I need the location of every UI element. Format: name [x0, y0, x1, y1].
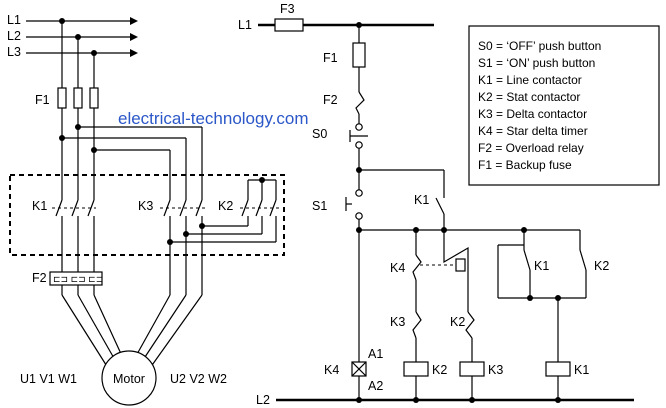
- legend-item: F1 = Backup fuse: [478, 158, 572, 172]
- terminal-a2-label: A2: [368, 379, 383, 393]
- terminal-a1-label: A1: [368, 347, 383, 361]
- bus-l1-arrow: [130, 17, 138, 25]
- timer-no-contact: [443, 246, 469, 264]
- motor-terminals-right: U2 V2 W2: [170, 372, 227, 386]
- legend-item: K1 = Line contactor: [478, 73, 582, 87]
- contact-blade: [179, 199, 187, 217]
- coil-k4-cross: [351, 361, 367, 377]
- button-s1-label: S1: [312, 199, 327, 213]
- motor-lead: [149, 294, 203, 369]
- junction: [199, 223, 205, 229]
- fuse-f1-label: F1: [35, 93, 50, 107]
- junction: [555, 397, 561, 403]
- overload-f2-label: F2: [32, 271, 47, 285]
- aux-k2-contact: [579, 249, 587, 271]
- contact-blade: [241, 199, 249, 217]
- legend-frame: [468, 25, 660, 186]
- hold-k1-contact: [435, 197, 445, 215]
- junction: [259, 177, 265, 183]
- coil-k3-label: K3: [488, 363, 503, 377]
- legend-item: S1 = ‘ON’ push button: [478, 56, 595, 70]
- fuse-icon: [73, 87, 83, 109]
- terminal: [355, 212, 363, 220]
- legend-item: K4 = Star delta timer: [478, 124, 588, 138]
- motor-lead: [135, 294, 171, 357]
- contactor-k3-label: K3: [138, 199, 153, 213]
- fuse-f3-icon: [274, 18, 304, 32]
- contactor-k1-label: K1: [32, 199, 47, 213]
- contactor-k2-label: K2: [218, 199, 233, 213]
- junction: [413, 397, 419, 403]
- line-l3-label: L3: [7, 45, 21, 59]
- aux-k2-label: K2: [594, 259, 609, 273]
- hold-k1-label: K1: [414, 193, 429, 207]
- junction: [469, 397, 475, 403]
- coil-k1-icon: [545, 361, 571, 377]
- motor-lead: [93, 294, 123, 357]
- fuse-icon: [57, 87, 67, 109]
- coil-k3-icon: [459, 361, 485, 377]
- legend-item: S0 = ‘OFF’ push button: [478, 39, 601, 53]
- fuse-f1-control-label: F1: [323, 51, 338, 65]
- power-circuit: L1 L2 L3 F1: [7, 13, 285, 406]
- line-l2-label: L2: [7, 29, 21, 43]
- terminal: [355, 123, 363, 131]
- coil-k1-label: K1: [574, 363, 589, 377]
- control-circuit: L1 F3 F1 F2 S0 S1 K1: [238, 2, 634, 407]
- motor-terminals-left: U1 V1 W1: [20, 372, 77, 386]
- fuse-icon: [89, 87, 99, 109]
- motor-lead: [142, 294, 187, 361]
- timer-k4-label: K4: [390, 261, 405, 275]
- interlock-k2-contact: [465, 311, 475, 339]
- line-l1-label: L1: [7, 13, 21, 27]
- junction: [167, 239, 173, 245]
- overload-symbol: ⊏⊐ ⊏⊐ ⊏⊐: [53, 274, 103, 284]
- control-l1-label: L1: [238, 18, 252, 32]
- junction: [356, 397, 362, 403]
- relay-f2-label: F2: [323, 93, 338, 107]
- watermark-text: electrical-technology.com: [118, 109, 309, 128]
- bus-l3-arrow: [130, 49, 138, 57]
- bus-l2-arrow: [130, 33, 138, 41]
- legend-box: S0 = ‘OFF’ push button S1 = ‘ON’ push bu…: [468, 25, 660, 186]
- legend-item: K2 = Stat contactor: [478, 90, 580, 104]
- timer-symbol-icon: [455, 258, 466, 272]
- terminal: [355, 189, 363, 197]
- contactor-enclosure: [9, 174, 285, 256]
- coil-k2-label: K2: [432, 363, 447, 377]
- motor-label: Motor: [113, 372, 145, 386]
- legend-item: K3 = Delta contactor: [478, 107, 587, 121]
- interlock-k3-contact: [412, 311, 422, 339]
- motor-icon: [101, 350, 157, 406]
- contact-blade: [71, 199, 79, 217]
- control-l2-label: L2: [256, 393, 270, 407]
- overload-relay-icon: [49, 271, 103, 286]
- fuse-f1-control-icon: [352, 42, 366, 68]
- coil-k4-label: K4: [324, 363, 339, 377]
- coil-k2-icon: [403, 361, 429, 377]
- overload-contact: [355, 91, 365, 115]
- motor-lead: [61, 294, 109, 369]
- legend-item: F2 = Overload relay: [478, 141, 584, 155]
- button-s0-label: S0: [312, 127, 327, 141]
- fuse-f3-label: F3: [280, 2, 295, 16]
- junction: [356, 227, 362, 233]
- aux-k1-label: K1: [534, 259, 549, 273]
- terminal: [355, 141, 363, 149]
- junction: [183, 231, 189, 237]
- timer-k4-contact: [412, 254, 422, 281]
- interlock-k3-label: K3: [390, 315, 405, 329]
- motor-lead: [77, 294, 116, 361]
- interlock-k2-label: K2: [450, 315, 465, 329]
- junction: [527, 295, 533, 301]
- aux-k1-contact: [523, 249, 531, 271]
